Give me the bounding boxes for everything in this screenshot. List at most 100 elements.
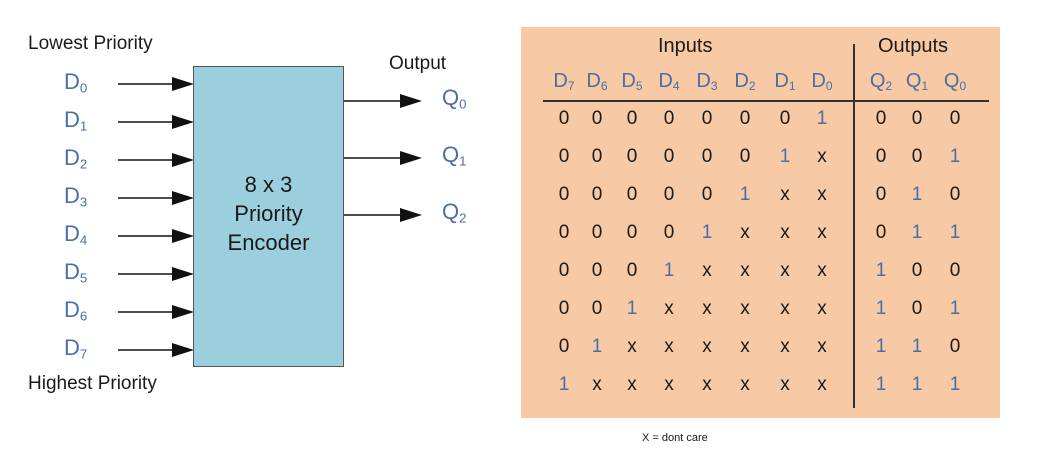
- outputs-heading: Outputs: [878, 35, 949, 57]
- input-column-header-subscript: 3: [710, 79, 718, 93]
- output-cell: 1: [949, 146, 961, 167]
- input-cell: 0: [626, 146, 638, 167]
- input-arrow-icon: [172, 229, 194, 243]
- input-cell: 0: [626, 260, 638, 281]
- input-signal-label-subscript: 6: [79, 308, 88, 324]
- input-signal-label-subscript: 5: [79, 270, 88, 286]
- input-cell: x: [702, 260, 712, 281]
- output-signal-label-subscript: 2: [459, 210, 467, 226]
- input-cell: x: [627, 374, 637, 395]
- output-signal-label: Q0: [442, 85, 466, 111]
- input-column-header-subscript: 4: [672, 79, 680, 93]
- encoder-title-line: Priority: [234, 201, 303, 226]
- input-cell: 0: [591, 108, 603, 129]
- input-cell: x: [780, 260, 790, 281]
- output-cell: 1: [949, 222, 961, 243]
- input-signal-label-subscript: 3: [79, 194, 88, 210]
- output-cell: 0: [911, 108, 923, 129]
- input-cell: x: [702, 298, 712, 319]
- input-cell: 0: [558, 336, 570, 357]
- output-cell: 1: [949, 374, 961, 395]
- input-column-header-subscript: 1: [788, 79, 796, 93]
- input-cell: 1: [779, 146, 791, 167]
- input-signal-label: D2: [64, 145, 87, 171]
- input-signal-label: D7: [64, 335, 87, 361]
- output-signal-label-base: Q: [442, 85, 460, 110]
- input-cell: x: [740, 374, 750, 395]
- input-signal-label-base: D: [64, 221, 80, 246]
- input-column-header-base: D: [658, 70, 673, 92]
- input-signal-label-base: D: [64, 145, 80, 170]
- output-cell: 1: [949, 298, 961, 319]
- input-cell: x: [780, 222, 790, 243]
- input-signal-label: D0: [64, 69, 87, 95]
- output-signal-label-subscript: 1: [459, 153, 467, 169]
- input-cell: 1: [626, 298, 638, 319]
- input-cell: 1: [816, 108, 828, 129]
- input-cell: 0: [701, 146, 713, 167]
- input-cell: x: [664, 298, 674, 319]
- input-cell: x: [780, 374, 790, 395]
- inputs-heading: Inputs: [658, 35, 713, 57]
- input-cell: x: [664, 336, 674, 357]
- output-arrow-icon: [400, 208, 422, 222]
- output-arrow-icon: [400, 94, 422, 108]
- input-cell: x: [817, 298, 827, 319]
- input-cell: x: [817, 146, 827, 167]
- input-signal-label-subscript: 7: [79, 346, 88, 362]
- input-cell: 1: [558, 374, 570, 395]
- input-signal-label-base: D: [64, 297, 80, 322]
- input-cell: x: [702, 336, 712, 357]
- input-cell: 0: [626, 108, 638, 129]
- input-cell: 0: [663, 146, 675, 167]
- truth-table-panel: [521, 27, 1000, 418]
- input-cell: x: [817, 184, 827, 205]
- input-cell: x: [780, 184, 790, 205]
- output-signal-label-base: Q: [442, 199, 460, 224]
- input-cell: 0: [663, 108, 675, 129]
- input-cell: 1: [701, 222, 713, 243]
- output-label: Output: [389, 53, 447, 74]
- input-cell: 0: [701, 108, 713, 129]
- input-cell: 0: [591, 146, 603, 167]
- dont-care-footnote: X = dont care: [642, 432, 708, 444]
- input-cell: 0: [626, 184, 638, 205]
- input-signal-label-subscript: 2: [79, 156, 88, 172]
- output-column-header-base: Q: [943, 70, 960, 92]
- input-cell: x: [817, 374, 827, 395]
- input-column-header-subscript: 5: [635, 79, 643, 93]
- inputs-outputs-divider: [853, 44, 855, 408]
- output-arrow-icon: [400, 151, 422, 165]
- input-cell: x: [740, 260, 750, 281]
- input-cell: x: [627, 336, 637, 357]
- input-column-header: D0: [811, 70, 832, 93]
- output-column-header-subscript: 0: [959, 79, 967, 93]
- output-signal-label-subscript: 0: [459, 96, 467, 112]
- output-signal-label-base: Q: [442, 142, 460, 167]
- input-cell: x: [592, 374, 602, 395]
- input-arrow-icon: [172, 343, 194, 357]
- input-cell: 0: [591, 222, 603, 243]
- output-cell: 0: [911, 260, 923, 281]
- input-arrow-icon: [172, 115, 194, 129]
- priority-encoder-block: [193, 66, 344, 367]
- input-signal-label-subscript: 0: [79, 80, 88, 96]
- input-cell: x: [780, 298, 790, 319]
- input-column-header-base: D: [696, 70, 711, 92]
- encoder-title-line: 8 x 3: [244, 172, 293, 197]
- output-cell: 0: [949, 184, 961, 205]
- output-column-header: Q2: [870, 70, 892, 93]
- input-column-header-subscript: 2: [748, 79, 756, 93]
- input-signal-label-base: D: [64, 107, 80, 132]
- input-signal-label: D5: [64, 259, 87, 285]
- input-cell: 0: [701, 184, 713, 205]
- output-cell: 0: [875, 108, 887, 129]
- input-signal-label-base: D: [64, 183, 80, 208]
- input-cell: 0: [558, 108, 570, 129]
- input-arrow-icon: [172, 77, 194, 91]
- input-column-header: D3: [696, 70, 717, 93]
- input-column-header-base: D: [734, 70, 749, 92]
- input-arrow-icon: [172, 191, 194, 205]
- input-column-header-subscript: 0: [825, 79, 833, 93]
